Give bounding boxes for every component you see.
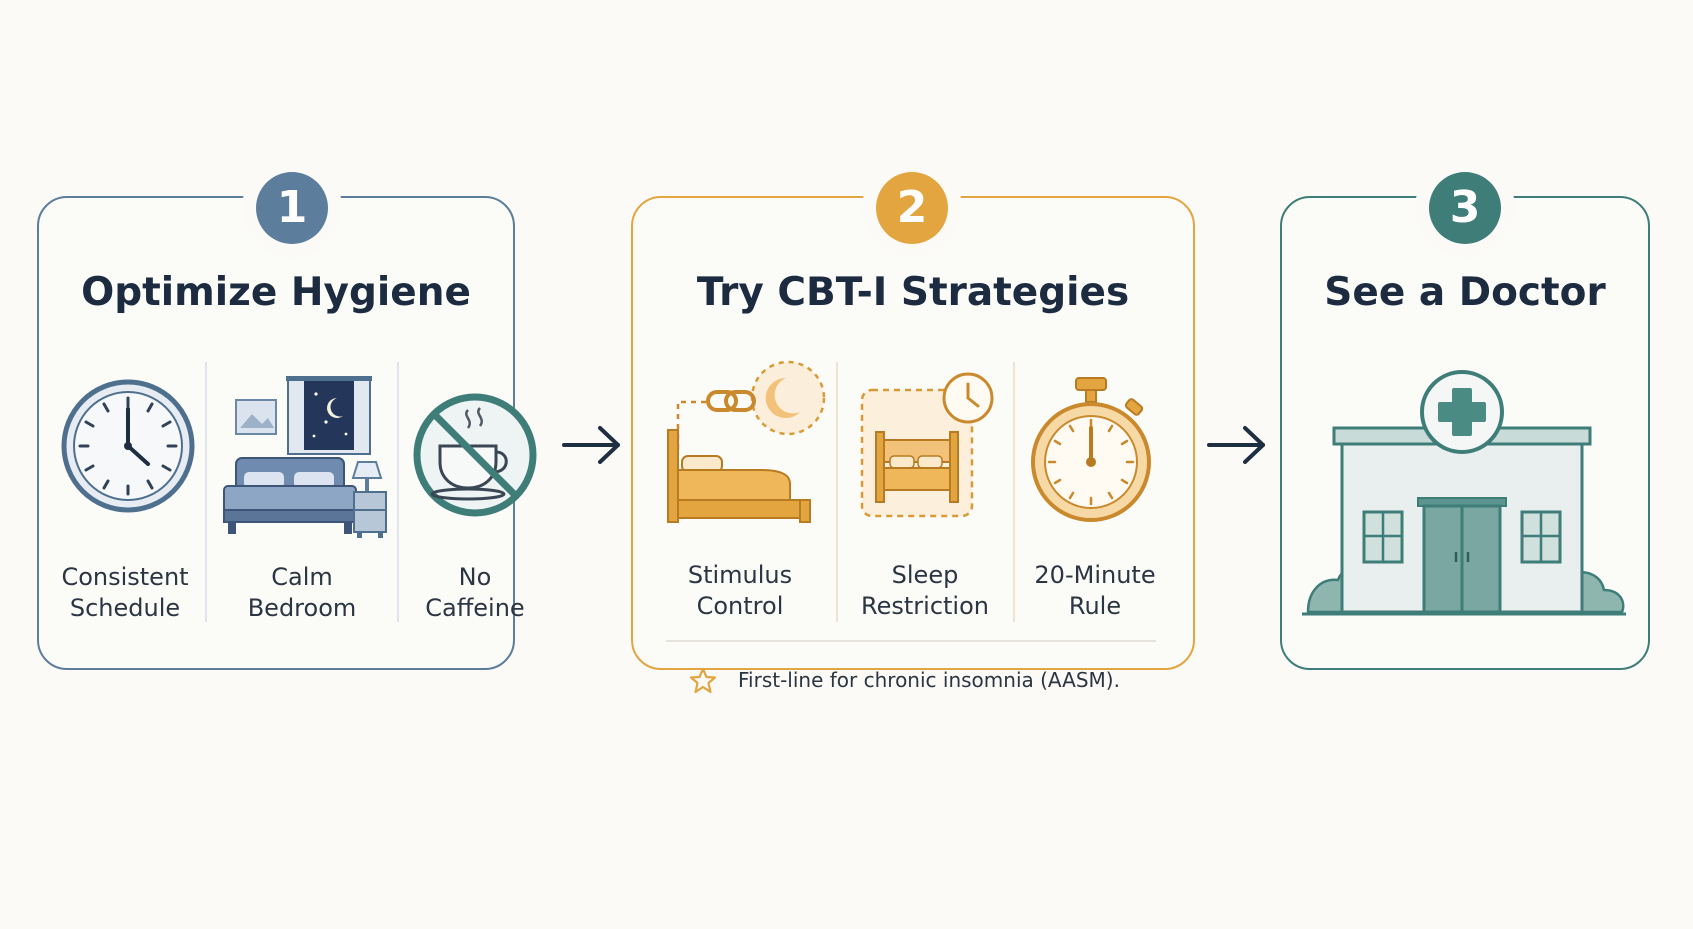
- divider: [1013, 362, 1015, 622]
- stopwatch-icon: [1031, 377, 1151, 522]
- item-label: Stimulus Control: [687, 561, 793, 620]
- step-1-title: Optimize Hygiene: [81, 270, 471, 315]
- arrow-icon: [1207, 426, 1265, 464]
- divider: [205, 362, 207, 622]
- divider: [397, 362, 399, 622]
- step-3-title: See a Doctor: [1324, 270, 1606, 315]
- step-3-badge: 3: [1429, 172, 1501, 244]
- step-1-badge: 1: [256, 172, 328, 244]
- star-icon: [689, 667, 717, 694]
- note-divider: [666, 640, 1156, 642]
- item-label: 20-Minute Rule: [1034, 561, 1156, 620]
- no-coffee-icon: [413, 393, 537, 517]
- item-label: Consistent Schedule: [61, 563, 189, 622]
- note-text: First-line for chronic insomnia (AASM).: [738, 668, 1120, 692]
- arrow-icon: [562, 426, 620, 464]
- step-2-badge: 2: [876, 172, 948, 244]
- item-label: Sleep Restriction: [861, 561, 989, 620]
- clinic-building-icon: [1302, 370, 1626, 616]
- item-label: No Caffeine: [425, 563, 525, 622]
- clock-icon: [61, 379, 195, 513]
- divider: [836, 362, 838, 622]
- item-label: Calm Bedroom: [247, 563, 357, 622]
- bed-timer-icon: [860, 372, 994, 518]
- step-2-title: Try CBT-I Strategies: [696, 270, 1130, 315]
- bedroom-icon: [223, 376, 387, 538]
- bed-moon-link-icon: [667, 360, 826, 523]
